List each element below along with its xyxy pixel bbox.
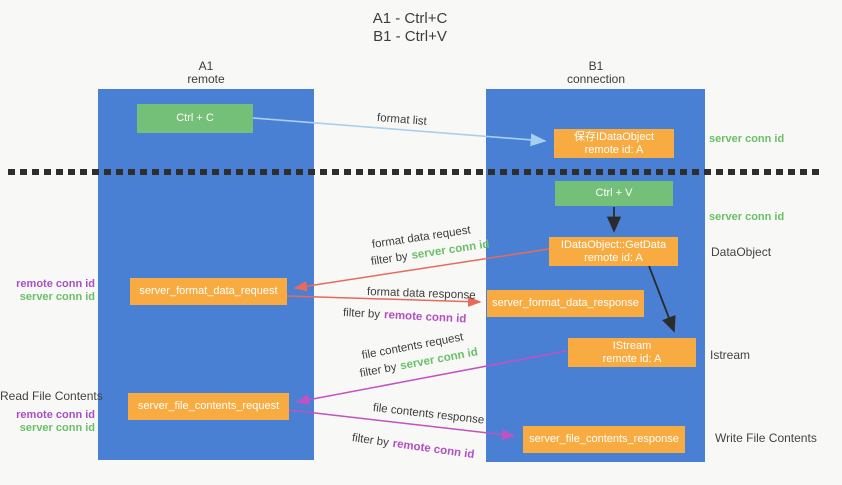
node-server-file-contents-request: server_file_contents_request (128, 393, 289, 420)
right-write-file-contents-label: Write File Contents (715, 431, 817, 445)
node-server-file-contents-response: server_file_contents_response (523, 426, 685, 453)
node-istream-line1: IStream (612, 339, 652, 352)
node-save-idataobject-line2: remote id: A (584, 143, 644, 156)
title-line-2: B1 - Ctrl+V (373, 28, 447, 45)
left-remote-conn-id-2: remote conn id (16, 409, 95, 421)
left-server-conn-id-1: server conn id (19, 291, 95, 303)
node-istream: IStream remote id: A (568, 338, 696, 367)
left-column-name: A1 (198, 59, 214, 73)
node-save-idataobject: 保存IDataObject remote id: A (554, 129, 674, 158)
node-server-file-contents-response-label: server_file_contents_response (529, 433, 679, 445)
node-idataobject-getdata-line2: remote id: A (584, 251, 643, 264)
node-server-format-data-response-label: server_format_data_response (492, 297, 639, 309)
right-column-name: B1 (588, 59, 604, 73)
node-ctrl-c-label: Ctrl + C (176, 112, 214, 124)
right-server-conn-id-mid: server conn id (709, 211, 785, 223)
right-column-role: connection (566, 72, 626, 86)
arrow-getdata-to-istream (648, 265, 676, 333)
title-line-1: A1 - Ctrl+C (372, 10, 448, 27)
right-istream-label: Istream (710, 348, 751, 362)
right-dataobject-label: DataObject (711, 245, 772, 259)
arrow-format-data-request (293, 248, 550, 292)
left-conn-id-group-2: remote conn id server conn id (0, 409, 95, 435)
arrow-format-list (252, 117, 547, 147)
node-server-format-data-request: server_format_data_request (130, 278, 287, 305)
node-idataobject-getdata: IDataObject::GetData remote id: A (549, 237, 678, 266)
arrow-format-data-response (286, 295, 482, 307)
node-server-format-data-request-label: server_format_data_request (139, 285, 278, 297)
right-server-conn-id-top: server conn id (709, 133, 785, 145)
arrow-file-contents-request (295, 350, 567, 405)
left-server-conn-id-2: server conn id (19, 422, 95, 434)
left-remote-conn-id-1: remote conn id (16, 278, 95, 290)
filter-by-text: filter by (342, 307, 381, 321)
node-ctrl-v-label: Ctrl + V (595, 187, 633, 199)
diagram-title: A1 - Ctrl+C B1 - Ctrl+V (320, 10, 500, 46)
arrow-file-contents-response (288, 409, 516, 440)
node-server-format-data-response: server_format_data_response (487, 290, 644, 317)
left-column-header: A1 remote (146, 60, 266, 86)
left-conn-id-group-1: remote conn id server conn id (0, 278, 95, 304)
node-idataobject-getdata-line1: IDataObject::GetData (560, 238, 667, 251)
right-column-header: B1 connection (536, 60, 656, 86)
phase-separator-dotted-line (8, 169, 824, 175)
node-ctrl-c: Ctrl + C (137, 104, 253, 133)
node-server-file-contents-request-label: server_file_contents_request (137, 400, 280, 412)
left-column-role: remote (187, 72, 225, 86)
node-ctrl-v: Ctrl + V (555, 181, 673, 206)
node-save-idataobject-line1: 保存IDataObject (573, 130, 655, 143)
left-read-file-contents-label: Read File Contents (0, 389, 103, 403)
node-istream-line2: remote id: A (602, 352, 662, 365)
